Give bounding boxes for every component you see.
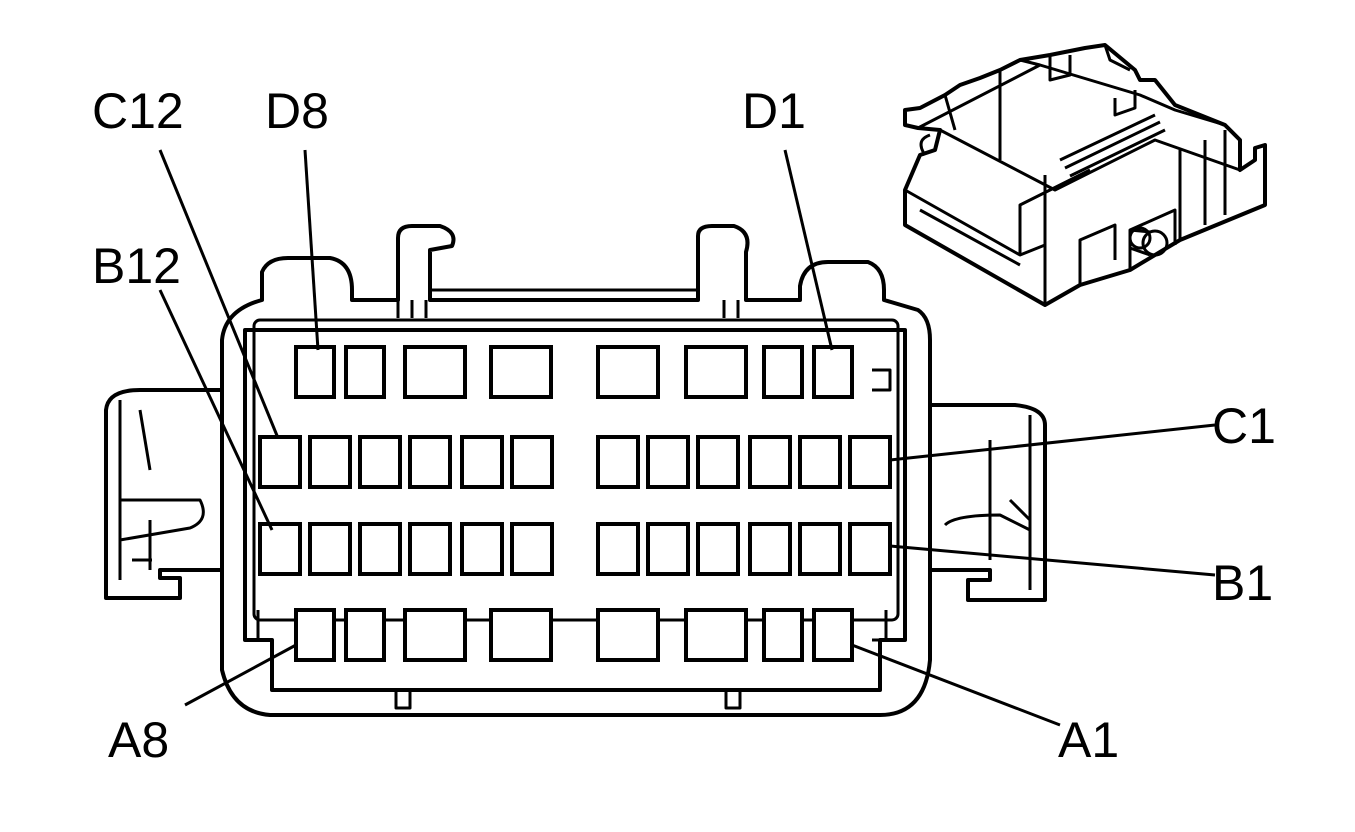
cavity-d-1 [294, 345, 336, 399]
cavity-a-2 [344, 608, 386, 662]
cavity-c-8 [646, 435, 690, 489]
cavity-a-3 [403, 608, 467, 662]
leader-d8 [303, 149, 320, 351]
cavity-c-12 [848, 435, 892, 489]
cavity-c-10 [748, 435, 792, 489]
right-latch [928, 403, 1047, 602]
cavity-b-6 [510, 522, 554, 576]
cavity-b-1 [258, 522, 302, 576]
cavity-d-2 [344, 345, 386, 399]
cavity-c-7 [596, 435, 640, 489]
cavity-a-6 [684, 608, 748, 662]
leader-b12 [158, 289, 274, 531]
cavity-c-9 [696, 435, 740, 489]
leader-a1 [851, 643, 1061, 727]
cavity-c-5 [460, 435, 504, 489]
cavity-b-9 [696, 522, 740, 576]
connector-isometric-inset [903, 43, 1267, 307]
cavity-a-8 [812, 608, 854, 662]
cavity-c-1 [258, 435, 302, 489]
label-c1: C1 [1212, 398, 1276, 454]
cavity-d-5 [596, 345, 660, 399]
cavity-c-6 [510, 435, 554, 489]
label-d8: D8 [265, 83, 329, 139]
leader-a8 [184, 643, 297, 707]
cavity-d-4 [489, 345, 553, 399]
terminal-cavities [258, 345, 892, 662]
cavity-a-5 [596, 608, 660, 662]
cavity-c-11 [798, 435, 842, 489]
cavity-c-3 [358, 435, 402, 489]
label-b12: B12 [92, 238, 181, 294]
cavity-d-8 [812, 345, 854, 399]
label-a1: A1 [1058, 712, 1119, 768]
pin-labels: C12 D8 D1 B12 C1 B1 A8 A1 [92, 83, 1276, 768]
leader-lines [158, 149, 1216, 727]
cavity-d-3 [403, 345, 467, 399]
cavity-b-12 [848, 522, 892, 576]
leader-c12 [158, 149, 280, 439]
cavity-b-11 [798, 522, 842, 576]
cavity-b-5 [460, 522, 504, 576]
cavity-b-3 [358, 522, 402, 576]
left-latch [104, 388, 224, 600]
connector-body [220, 224, 932, 717]
cavity-c-2 [308, 435, 352, 489]
cavity-b-8 [646, 522, 690, 576]
cavity-a-7 [762, 608, 804, 662]
label-c12: C12 [92, 83, 184, 139]
cavity-b-7 [596, 522, 640, 576]
leader-b1 [889, 544, 1216, 577]
label-b1: B1 [1212, 555, 1273, 611]
cavity-b-10 [748, 522, 792, 576]
cavity-b-2 [308, 522, 352, 576]
cavity-c-4 [408, 435, 452, 489]
cavity-d-6 [684, 345, 748, 399]
leader-d1 [783, 149, 834, 351]
cavity-a-4 [489, 608, 553, 662]
cavity-b-4 [408, 522, 452, 576]
label-d1: D1 [742, 83, 806, 139]
cavity-a-1 [294, 608, 336, 662]
label-a8: A8 [108, 712, 169, 768]
cavity-d-7 [762, 345, 804, 399]
leader-c1 [889, 423, 1216, 462]
